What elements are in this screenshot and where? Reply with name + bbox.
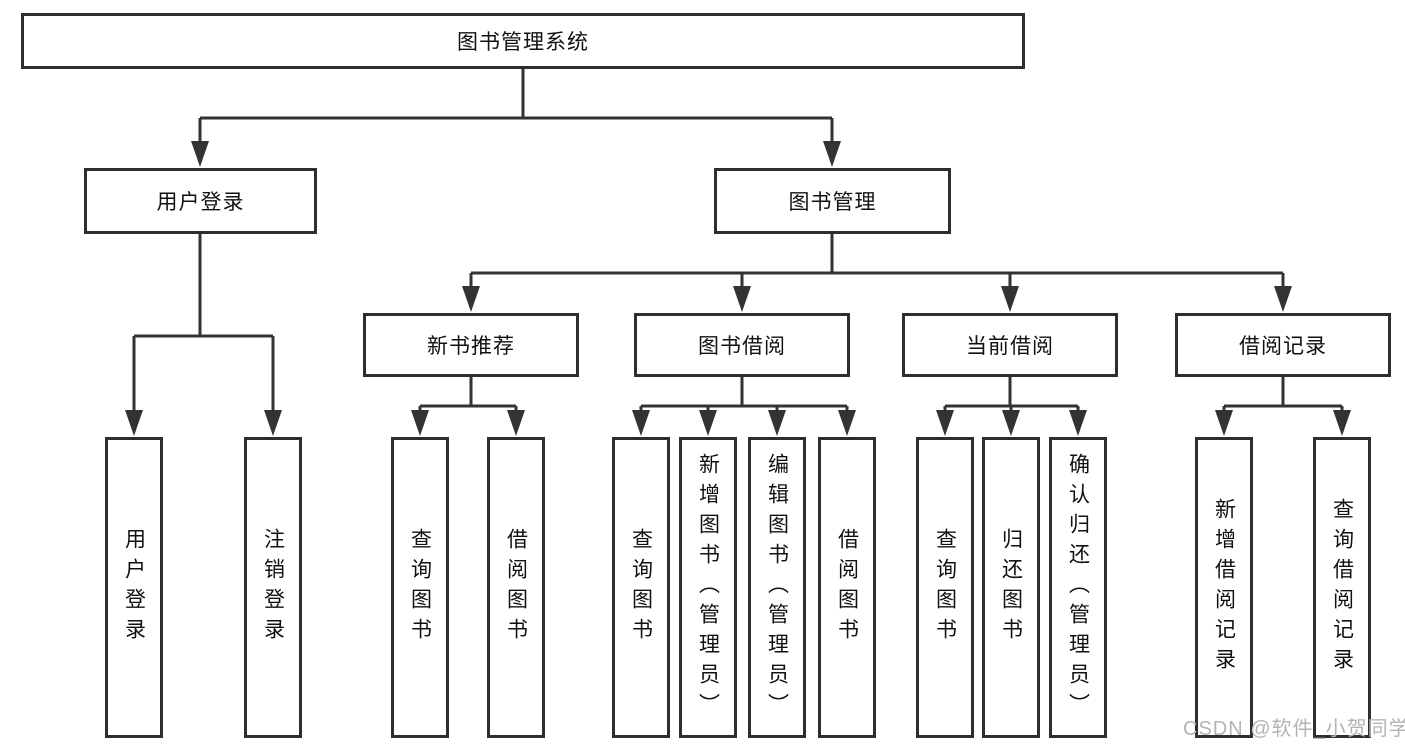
leaf-confirm-return-admin: 确认归还（管理员） [1049, 437, 1107, 738]
leaf-query-borrow-record-label: 查询借阅记录 [1330, 497, 1354, 678]
leaf-logout: 注销登录 [244, 437, 302, 738]
leaf-borrow-query-book-label: 查询图书 [629, 527, 653, 648]
leaf-add-book-admin: 新增图书（管理员） [679, 437, 737, 738]
leaf-newbook-query-book: 查询图书 [391, 437, 449, 738]
leaf-edit-book-admin-label: 编辑图书（管理员） [765, 452, 789, 723]
leaf-add-borrow-record-label: 新增借阅记录 [1212, 497, 1236, 678]
node-borrow-record-label: 借阅记录 [1239, 335, 1327, 358]
leaf-confirm-return-admin-label: 确认归还（管理员） [1066, 452, 1090, 723]
leaf-return-book: 归还图书 [982, 437, 1040, 738]
leaf-logout-label: 注销登录 [261, 527, 285, 648]
node-borrow-record: 借阅记录 [1175, 313, 1391, 377]
leaf-current-query-book-label: 查询图书 [933, 527, 957, 648]
leaf-return-book-label: 归还图书 [999, 527, 1023, 648]
node-current-borrow-label: 当前借阅 [966, 335, 1054, 358]
node-book-management-label: 图书管理 [788, 191, 877, 214]
arrowheads [125, 141, 1351, 436]
csdn-watermark: CSDN @软件_小贺同学 [1183, 718, 1405, 740]
leaf-borrow-borrow-book-label: 借阅图书 [835, 527, 859, 648]
leaf-user-login-label: 用户登录 [122, 527, 146, 648]
leaf-add-book-admin-label: 新增图书（管理员） [696, 452, 720, 723]
leaf-user-login: 用户登录 [105, 437, 163, 738]
leaf-newbook-borrow-book: 借阅图书 [487, 437, 545, 738]
node-book-borrow-label: 图书借阅 [698, 335, 786, 358]
leaf-borrow-borrow-book: 借阅图书 [818, 437, 876, 738]
node-new-book-recommend-label: 新书推荐 [427, 335, 515, 358]
node-root-system-label: 图书管理系统 [457, 31, 589, 54]
leaf-current-query-book: 查询图书 [916, 437, 974, 738]
node-book-borrow: 图书借阅 [634, 313, 850, 377]
leaf-newbook-query-book-label: 查询图书 [408, 527, 432, 648]
node-root-system: 图书管理系统 [21, 13, 1025, 69]
node-current-borrow: 当前借阅 [902, 313, 1118, 377]
leaf-edit-book-admin: 编辑图书（管理员） [748, 437, 806, 738]
node-new-book-recommend: 新书推荐 [363, 313, 579, 377]
node-book-management: 图书管理 [714, 168, 951, 234]
leaf-borrow-query-book: 查询图书 [612, 437, 670, 738]
node-user-login-label: 用户登录 [156, 191, 245, 214]
leaf-add-borrow-record: 新增借阅记录 [1195, 437, 1253, 738]
leaf-query-borrow-record: 查询借阅记录 [1313, 437, 1371, 738]
node-user-login: 用户登录 [84, 168, 317, 234]
leaf-newbook-borrow-book-label: 借阅图书 [504, 527, 528, 648]
